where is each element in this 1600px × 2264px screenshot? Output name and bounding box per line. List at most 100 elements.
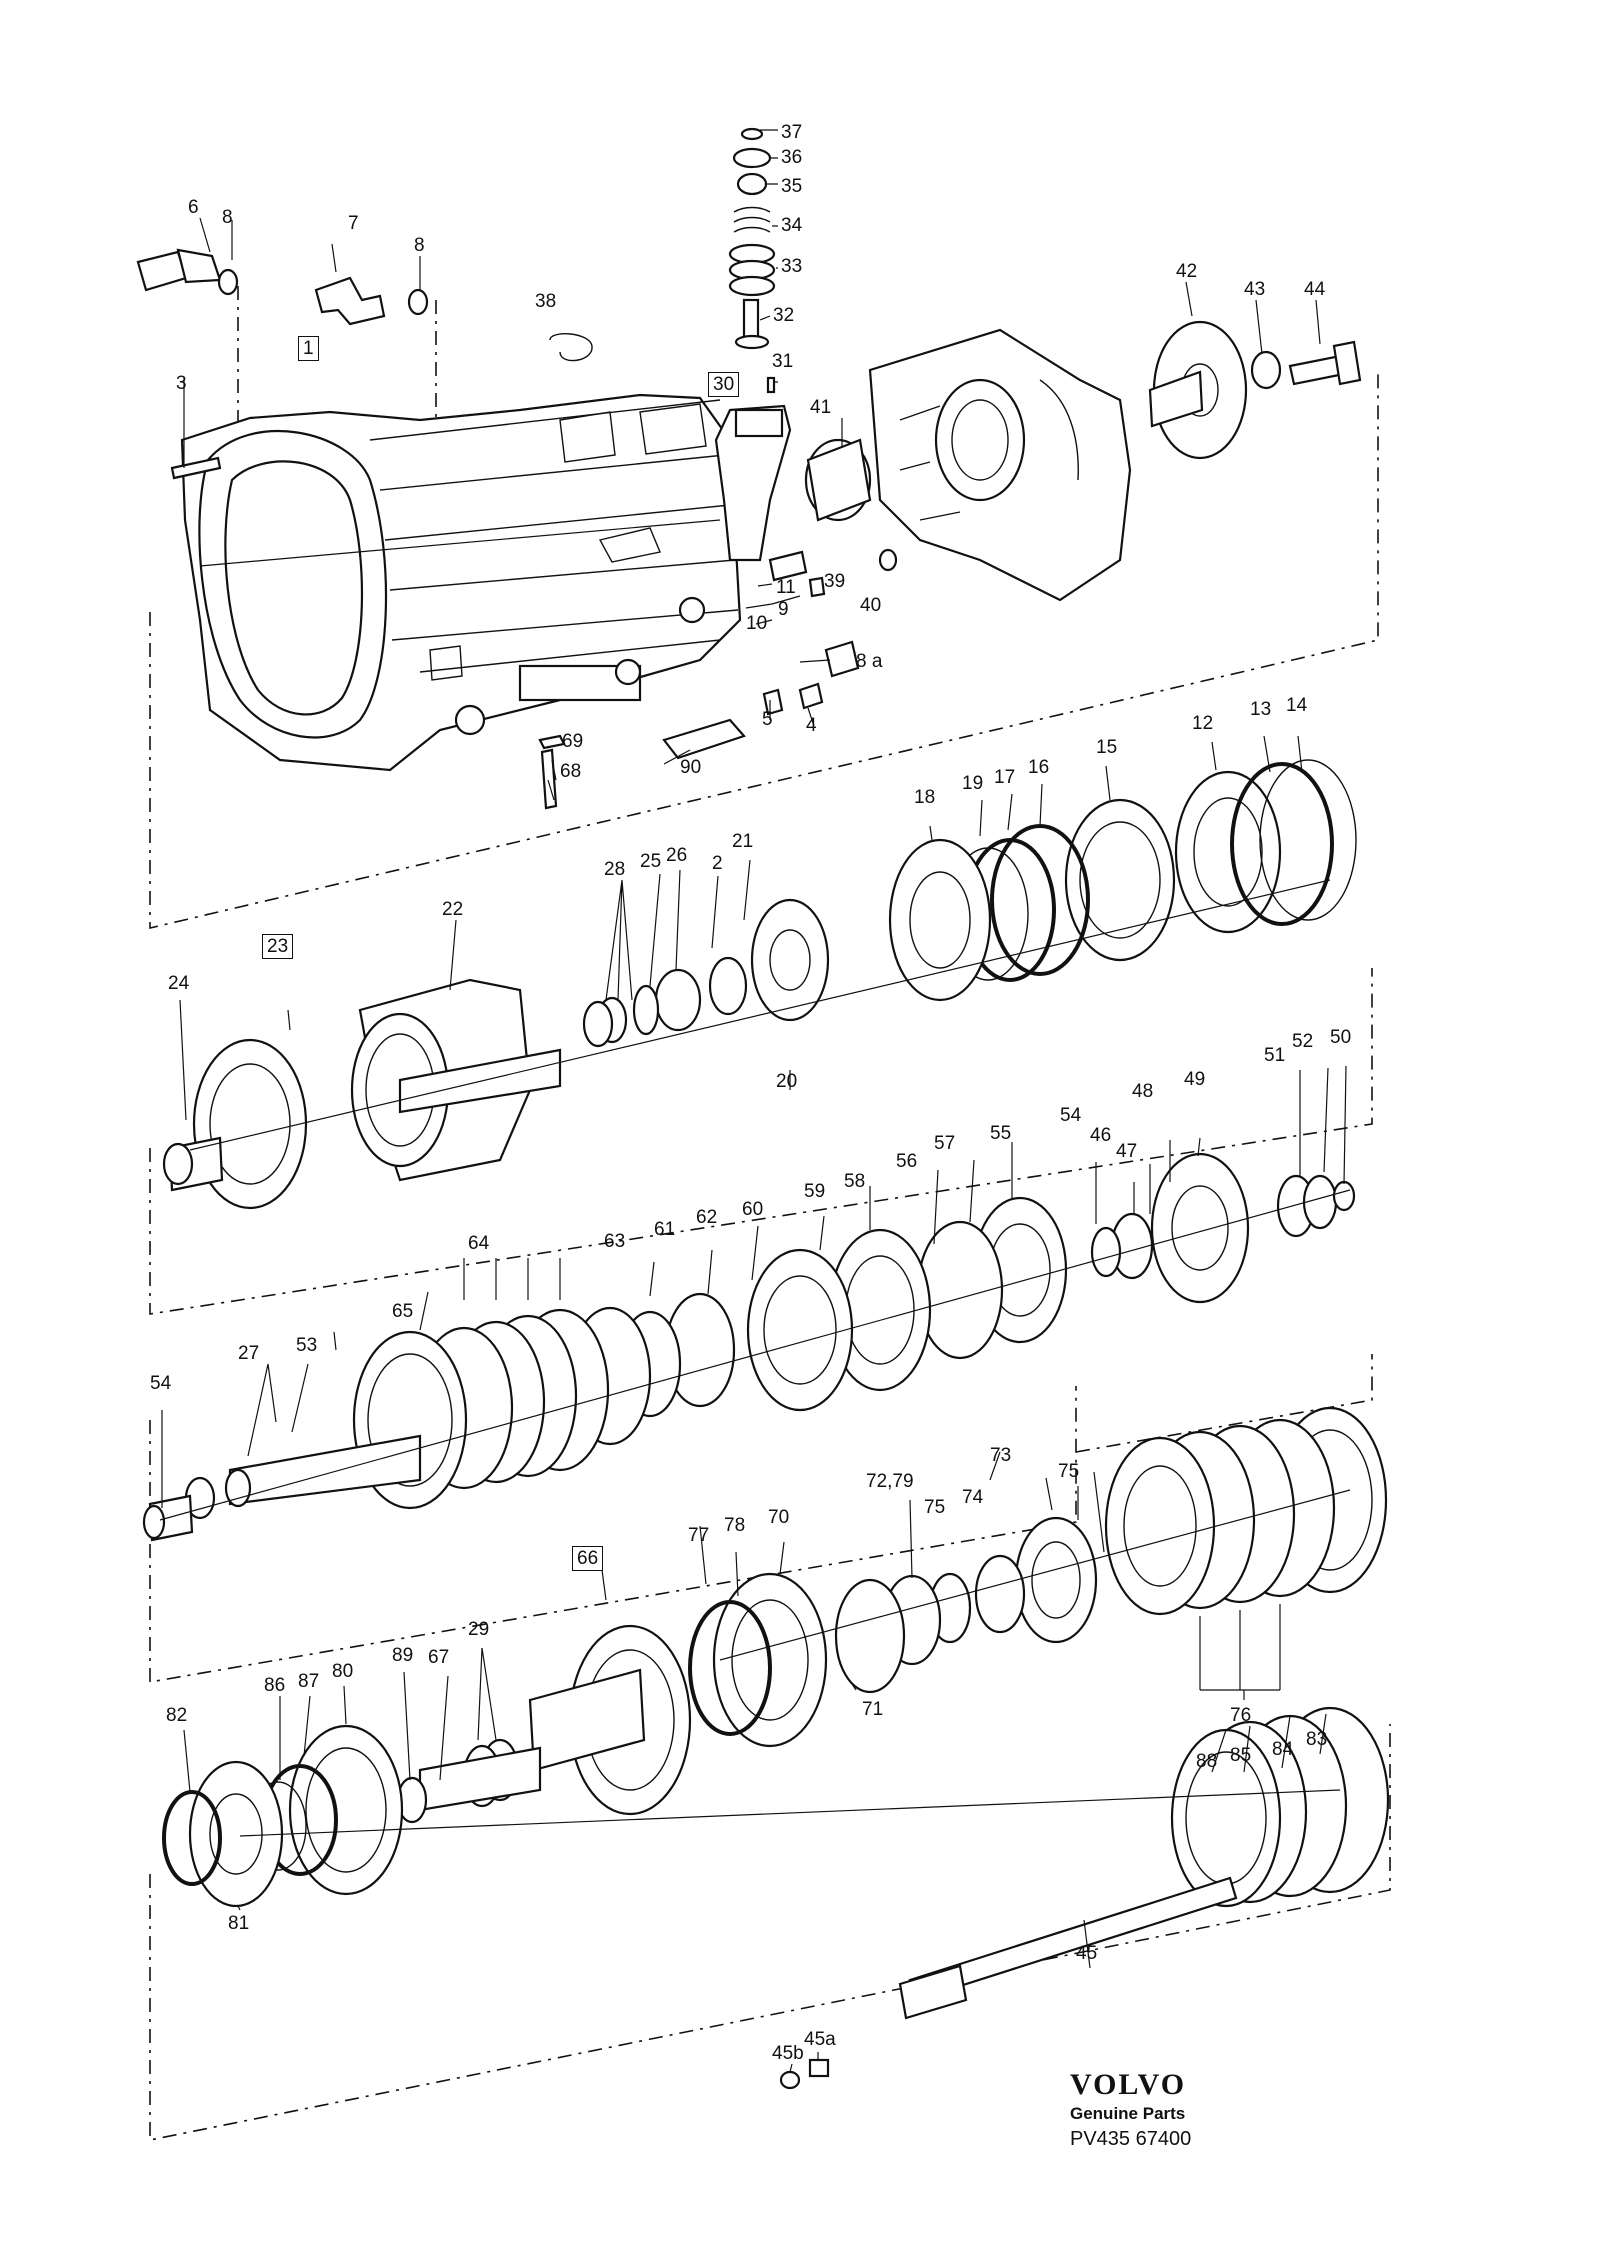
callout-20: 20 bbox=[776, 1071, 798, 1092]
callout-6: 6 bbox=[188, 197, 199, 218]
callout-61: 61 bbox=[654, 1219, 676, 1240]
callout-8-left: 8 bbox=[222, 207, 233, 228]
panel1-hardware bbox=[136, 248, 860, 810]
callout-16: 16 bbox=[1028, 757, 1050, 778]
clutch-assembly-panel2 bbox=[162, 759, 1357, 1210]
callout-12: 12 bbox=[1192, 713, 1214, 734]
callout-46: 46 bbox=[1090, 1125, 1112, 1146]
callout-33: 33 bbox=[781, 256, 803, 277]
callout-45: 45 bbox=[1076, 1943, 1098, 1964]
callout-39: 39 bbox=[824, 571, 846, 592]
callout-49: 49 bbox=[1184, 1069, 1206, 1090]
callout-76: 76 bbox=[1230, 1705, 1252, 1726]
callout-9: 9 bbox=[778, 599, 789, 620]
callout-17: 17 bbox=[994, 767, 1016, 788]
callout-15: 15 bbox=[1096, 737, 1118, 758]
callout-72-79: 72,79 bbox=[866, 1471, 914, 1492]
callout-5: 5 bbox=[762, 709, 773, 730]
callout-34: 34 bbox=[781, 215, 803, 236]
callout-13: 13 bbox=[1250, 699, 1272, 720]
callout-64: 64 bbox=[468, 1233, 490, 1254]
callout-40: 40 bbox=[860, 595, 882, 616]
callout-1: 1 bbox=[298, 336, 319, 361]
callout-63: 63 bbox=[604, 1231, 626, 1252]
callout-54-lower: 54 bbox=[150, 1373, 172, 1394]
callout-87: 87 bbox=[298, 1671, 320, 1692]
callout-56: 56 bbox=[896, 1151, 918, 1172]
callout-75-right: 75 bbox=[1058, 1461, 1080, 1482]
callout-41: 41 bbox=[810, 397, 832, 418]
callout-50: 50 bbox=[1330, 1027, 1352, 1048]
callout-70: 70 bbox=[768, 1507, 790, 1528]
panel-boundaries bbox=[149, 286, 1391, 2141]
callout-90: 90 bbox=[680, 757, 702, 778]
callout-23: 23 bbox=[262, 934, 294, 959]
callout-48: 48 bbox=[1132, 1081, 1154, 1102]
callout-73: 73 bbox=[990, 1445, 1012, 1466]
catalog-code: PV435 67400 bbox=[1070, 2128, 1192, 2150]
callout-54-upper: 54 bbox=[1060, 1105, 1082, 1126]
callout-29: 29 bbox=[468, 1619, 490, 1640]
callout-28: 28 bbox=[604, 859, 626, 880]
callout-65: 65 bbox=[392, 1301, 414, 1322]
callout-85: 85 bbox=[1230, 1745, 1252, 1766]
callout-25: 25 bbox=[640, 851, 662, 872]
callout-68: 68 bbox=[560, 761, 582, 782]
callout-10: 10 bbox=[746, 613, 768, 634]
callout-38: 38 bbox=[535, 291, 557, 312]
callout-51: 51 bbox=[1264, 1045, 1286, 1066]
callout-52: 52 bbox=[1292, 1031, 1314, 1052]
callout-89: 89 bbox=[392, 1645, 414, 1666]
callout-26: 26 bbox=[666, 845, 688, 866]
callout-81: 81 bbox=[228, 1913, 250, 1934]
callout-8a: 8 a bbox=[856, 651, 883, 672]
callout-37: 37 bbox=[781, 122, 803, 143]
extension-housing bbox=[804, 320, 1362, 602]
callout-47: 47 bbox=[1116, 1141, 1138, 1162]
callout-32: 32 bbox=[773, 305, 795, 326]
brand-subtitle: Genuine Parts bbox=[1070, 2104, 1186, 2123]
clutch-assembly-panel3 bbox=[142, 1152, 1356, 1542]
callout-80: 80 bbox=[332, 1661, 354, 1682]
callout-71: 71 bbox=[862, 1699, 884, 1720]
callout-36: 36 bbox=[781, 147, 803, 168]
callout-11: 11 bbox=[776, 577, 796, 598]
callout-53: 53 bbox=[296, 1335, 318, 1356]
callout-22: 22 bbox=[442, 899, 464, 920]
callout-31: 31 bbox=[772, 351, 794, 372]
callout-42: 42 bbox=[1176, 261, 1198, 282]
callout-43: 43 bbox=[1244, 279, 1266, 300]
callout-7: 7 bbox=[348, 213, 359, 234]
callout-66: 66 bbox=[572, 1546, 604, 1571]
callout-3: 3 bbox=[176, 373, 187, 394]
callout-84: 84 bbox=[1272, 1739, 1294, 1760]
callout-60: 60 bbox=[742, 1199, 764, 1220]
callout-62: 62 bbox=[696, 1207, 718, 1228]
callout-14: 14 bbox=[1286, 695, 1308, 716]
callout-59: 59 bbox=[804, 1181, 826, 1202]
callout-57: 57 bbox=[934, 1133, 956, 1154]
clutch-assembly-panel3b bbox=[688, 1406, 1388, 1748]
callout-74: 74 bbox=[962, 1487, 984, 1508]
callout-78: 78 bbox=[724, 1515, 746, 1536]
callout-86: 86 bbox=[264, 1675, 286, 1696]
callout-58: 58 bbox=[844, 1171, 866, 1192]
callout-67: 67 bbox=[428, 1647, 450, 1668]
callout-45a: 45a bbox=[804, 2029, 836, 2050]
callout-8-right: 8 bbox=[414, 235, 425, 256]
callout-24: 24 bbox=[168, 973, 190, 994]
callout-69: 69 bbox=[562, 731, 584, 752]
transmission-housing bbox=[180, 393, 742, 772]
callout-35: 35 bbox=[781, 176, 803, 197]
callout-55: 55 bbox=[990, 1123, 1012, 1144]
callout-30: 30 bbox=[708, 372, 740, 397]
callout-4: 4 bbox=[806, 715, 817, 736]
callout-2: 2 bbox=[712, 853, 723, 874]
callout-19: 19 bbox=[962, 773, 984, 794]
volvo-logo: VOLVO bbox=[1070, 2068, 1187, 2101]
callout-82: 82 bbox=[166, 1705, 188, 1726]
callout-27-upper: 27 bbox=[238, 1343, 260, 1364]
callout-21: 21 bbox=[732, 831, 754, 852]
leader-lines bbox=[161, 129, 1347, 2073]
